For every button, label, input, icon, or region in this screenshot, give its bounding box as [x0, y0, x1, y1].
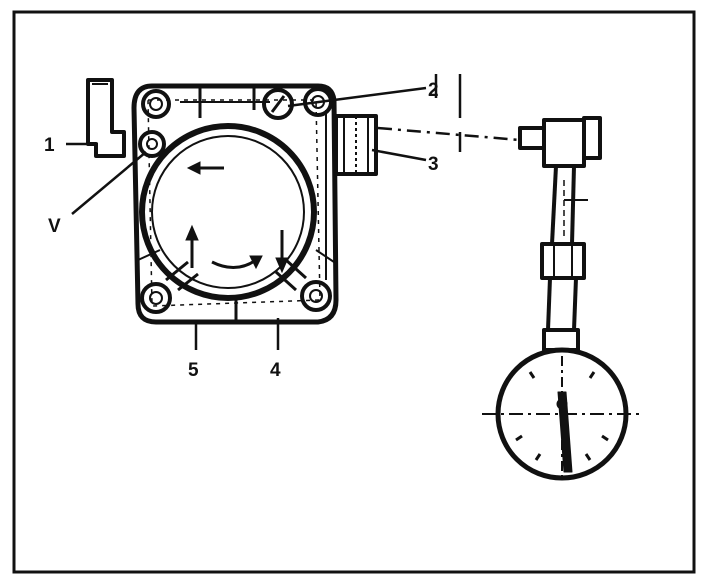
- bolt-bottom-left: [140, 282, 172, 314]
- arrow-left-head: [186, 161, 201, 175]
- gauge-stem-left: [550, 165, 558, 245]
- bolt-top-left: [141, 89, 171, 119]
- vent-port: [138, 130, 166, 158]
- flow-arrows: [185, 161, 289, 274]
- port-2: [262, 88, 294, 120]
- gauge-lower-stem-right: [572, 277, 578, 331]
- label-2: 2: [428, 80, 439, 101]
- dial-tick-5: [534, 453, 542, 461]
- pump-bore-outer: [139, 123, 317, 301]
- bolt-bottom-left-center: [149, 291, 163, 305]
- leader-3: [371, 148, 427, 162]
- bolt-top-right: [303, 87, 333, 117]
- rib-bottom-right-2: [274, 270, 298, 292]
- bolt-bottom-right-center: [309, 289, 323, 303]
- label-4: 4: [270, 360, 281, 381]
- dial-tick-3: [515, 434, 523, 442]
- pump-housing: [131, 83, 339, 325]
- pressure-gauge: [482, 116, 642, 481]
- gauge-coupling-nut: [540, 242, 586, 280]
- bolt-top-left-center: [149, 97, 163, 111]
- gauge-nipple: [518, 126, 546, 150]
- arrow-up-head: [185, 224, 199, 241]
- rib-bottom-left-2: [177, 272, 199, 292]
- pump-assembly: [86, 78, 378, 325]
- dial-tick-2: [588, 371, 596, 379]
- needle-hub: [556, 398, 568, 410]
- label-5: 5: [188, 360, 199, 381]
- bolt-bottom-right: [300, 280, 332, 312]
- leader-lines: [66, 74, 521, 350]
- vent-port-center: [146, 138, 158, 150]
- label-1: 1: [44, 135, 55, 156]
- connection-line: [377, 126, 521, 142]
- frame-border: [12, 10, 696, 574]
- pump-bore-inner: [151, 135, 305, 289]
- gauge-tee-cap: [582, 116, 602, 160]
- port-2-slot: [270, 95, 286, 113]
- gauge-tee: [542, 118, 586, 168]
- label-3: 3: [428, 154, 439, 175]
- leader-v: [71, 151, 147, 215]
- gauge-needle: [557, 391, 573, 473]
- arrow-down-head: [275, 257, 289, 274]
- housing-inner-edge: [147, 99, 321, 307]
- rib-bottom-left-1: [165, 260, 189, 282]
- arrow-curve-head: [249, 255, 263, 270]
- arrow-curve-shaft: [211, 258, 257, 269]
- leader-2: [287, 86, 427, 108]
- gauge-lower-stem-left: [546, 277, 552, 331]
- dial-tick-1: [528, 371, 536, 379]
- gauge-stem-right: [570, 165, 576, 245]
- rib-left-side: [137, 249, 161, 261]
- dial-tick-6: [584, 453, 592, 461]
- dial-tick-4: [601, 434, 609, 442]
- gauge-socket: [542, 328, 580, 352]
- rib-bottom-right-1: [284, 258, 308, 280]
- label-v: V: [48, 216, 61, 237]
